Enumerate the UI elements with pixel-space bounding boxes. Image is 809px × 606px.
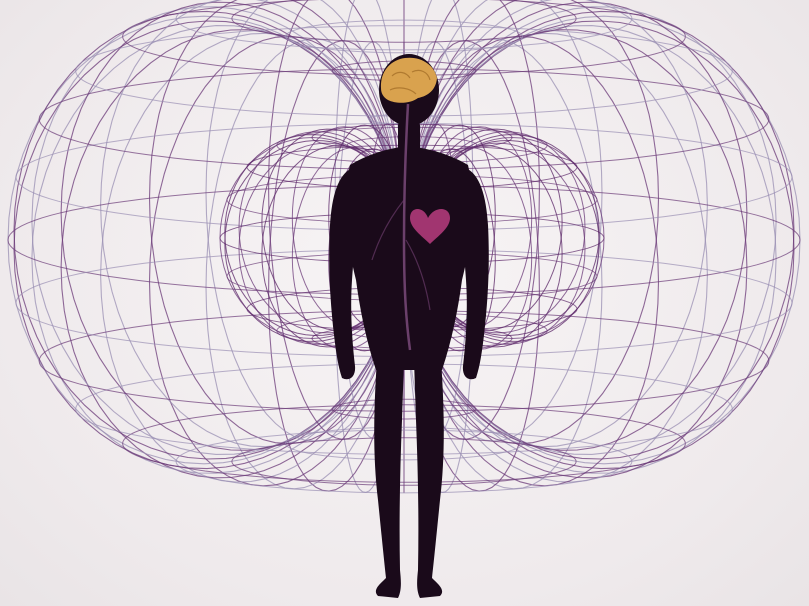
right-leg bbox=[414, 345, 444, 598]
left-leg bbox=[374, 345, 404, 598]
